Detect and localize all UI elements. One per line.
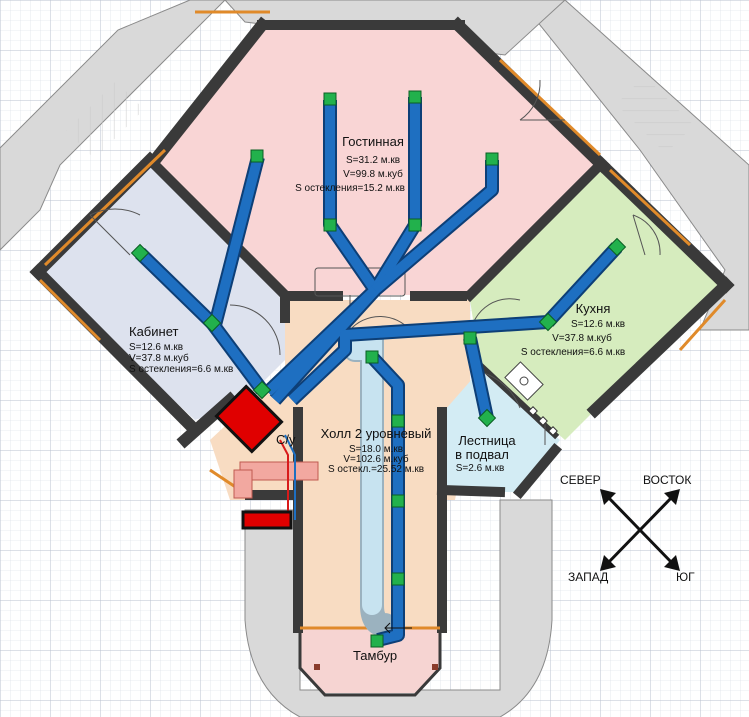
walls bbox=[29, 16, 735, 697]
diffuser bbox=[250, 149, 264, 163]
room-volume: V=102.6 м.куб bbox=[343, 453, 409, 465]
diffuser bbox=[202, 313, 222, 333]
heater-unit bbox=[241, 510, 293, 530]
terrace-west bbox=[0, 0, 226, 251]
room-area: S=12.6 м.кв bbox=[571, 319, 625, 330]
label-kukhnya: Кухня S=12.6 м.кв V=37.8 м.куб S остекле… bbox=[521, 301, 625, 358]
diffuser bbox=[477, 408, 497, 428]
tambur-marker bbox=[314, 664, 320, 670]
room-area: S=18.0 м.кв bbox=[349, 444, 403, 455]
compass-north: СЕВЕР bbox=[560, 473, 601, 487]
label-hall: Холл 2 уровневый S=18.0 м.кв V=102.6 м.к… bbox=[321, 426, 432, 475]
diffuser bbox=[538, 312, 558, 332]
room-area: S=12.6 м.кв bbox=[129, 342, 183, 353]
label-kabinet: Кабинет S=12.6 м.кв V=37.8 м.куб S остек… bbox=[129, 324, 233, 375]
room-title: Холл 2 уровневый bbox=[321, 426, 432, 441]
room-kabinet bbox=[40, 160, 285, 420]
room-volume: V=37.8 м.куб bbox=[552, 332, 612, 344]
diffuser bbox=[130, 243, 150, 263]
lestnitsa-vents bbox=[528, 406, 558, 436]
terrace-hatch bbox=[66, 76, 694, 159]
room-area: S=2.6 м.кв bbox=[456, 463, 505, 474]
compass: СЕВЕР ВОСТОК ЗАПАД ЮГ bbox=[560, 473, 695, 584]
diffusers bbox=[130, 90, 627, 648]
terrace-east bbox=[519, 0, 749, 331]
tambur-marker bbox=[432, 664, 438, 670]
room-tambur bbox=[300, 628, 440, 693]
room-glazing: S остекления=6.6 м.кв bbox=[521, 347, 625, 358]
sink-drain bbox=[519, 376, 529, 386]
room-volume: V=99.8 м.куб bbox=[343, 168, 403, 180]
diffuser bbox=[391, 572, 405, 586]
room-gostinaya bbox=[155, 22, 600, 295]
diffuser bbox=[408, 218, 422, 232]
diffuser bbox=[607, 237, 627, 257]
diffuser bbox=[463, 331, 477, 345]
diffuser bbox=[365, 350, 379, 364]
room-title: Кабинет bbox=[129, 324, 178, 339]
ventilation-unit bbox=[214, 384, 284, 454]
unit-label: С/у bbox=[276, 432, 296, 447]
room-glazing: S остекления=15.2 м.кв bbox=[295, 183, 405, 194]
sink bbox=[504, 361, 544, 401]
room-title: Кухня bbox=[576, 301, 611, 316]
label-gostinaya: Гостинная S=31.2 м.кв V=99.8 м.куб S ост… bbox=[295, 134, 405, 194]
room-kukhnya bbox=[470, 165, 722, 440]
exhaust-duct bbox=[343, 338, 397, 637]
room-lestnitsa bbox=[445, 370, 560, 492]
room-title: Гостинная bbox=[342, 134, 404, 149]
outside-air-duct bbox=[233, 434, 319, 520]
diffuser bbox=[408, 90, 422, 104]
flow-arrow bbox=[384, 622, 412, 634]
compass-south: ЮГ bbox=[676, 570, 695, 584]
diffuser bbox=[323, 218, 337, 232]
room-glazing: S остекл.=25.52 м.кв bbox=[328, 464, 424, 475]
label-tambur: Тамбур bbox=[353, 648, 397, 663]
diffuser bbox=[391, 414, 405, 428]
label-lestnitsa: Лестница в подвал S=2.6 м.кв bbox=[455, 433, 516, 474]
diffuser bbox=[370, 634, 384, 648]
room-title: в подвал bbox=[455, 447, 509, 462]
room-volume: V=37.8 м.куб bbox=[129, 352, 189, 364]
diffuser bbox=[485, 152, 499, 166]
diffuser bbox=[391, 494, 405, 508]
compass-east: ВОСТОК bbox=[643, 473, 691, 487]
windows bbox=[38, 10, 727, 630]
diffuser bbox=[323, 92, 337, 106]
room-area: S=31.2 м.кв bbox=[346, 155, 400, 166]
compass-west: ЗАПАД bbox=[568, 570, 608, 584]
diffuser bbox=[252, 380, 272, 400]
room-title: Лестница bbox=[458, 433, 516, 448]
room-glazing: S остекления=6.6 м.кв bbox=[129, 364, 233, 375]
